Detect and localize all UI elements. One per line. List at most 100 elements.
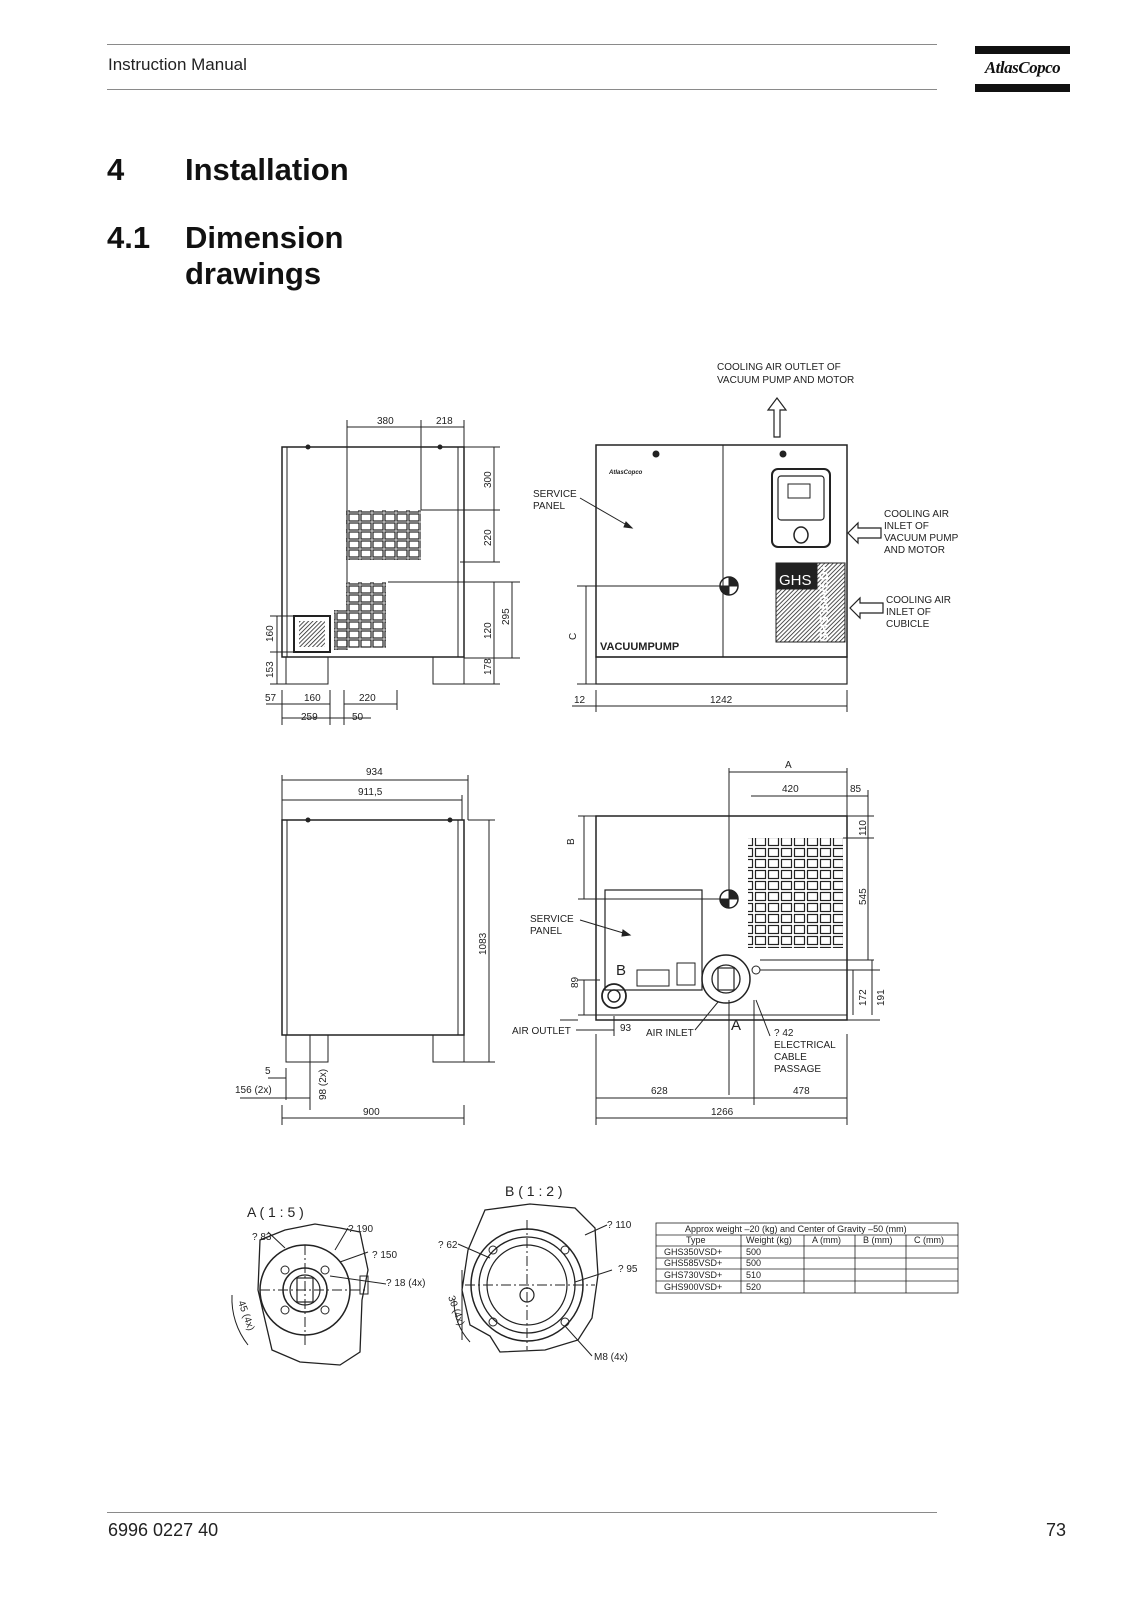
cable-label-3: CABLE: [774, 1052, 807, 1063]
dim-89: 89: [570, 976, 581, 988]
dim-156: 156 (2x): [235, 1085, 272, 1096]
dim-545: 545: [858, 888, 869, 905]
front-view: [572, 397, 884, 712]
dim-93: 93: [620, 1023, 632, 1034]
table-row-3-weight: 510: [746, 1270, 761, 1280]
dim-295: 295: [501, 608, 512, 625]
dim-85: 85: [850, 784, 862, 795]
dim-934: 934: [366, 767, 383, 778]
detail-b-d62: ? 62: [438, 1240, 458, 1251]
detail-a-d190: ? 190: [348, 1224, 373, 1235]
front-brand-plate: AtlasCopco: [608, 470, 643, 476]
detail-a-title: A ( 1 : 5 ): [247, 1204, 304, 1220]
dim-a-top: A: [785, 760, 792, 771]
section-title: Installation: [185, 152, 349, 187]
dim-178: 178: [483, 658, 494, 675]
cooling-outlet-label-1: COOLING AIR OUTLET OF: [717, 362, 841, 373]
dim-478: 478: [793, 1086, 810, 1097]
cooling-inlet-cubicle-1: COOLING AIR: [886, 595, 951, 606]
rear-service-panel-1: SERVICE: [530, 914, 574, 925]
subsection-number: 4.1: [107, 220, 151, 255]
cooling-inlet-pump-1: COOLING AIR: [884, 509, 949, 520]
detail-a-angle: 45 (4x): [235, 1299, 256, 1332]
cooling-inlet-cubicle-2: INLET OF: [886, 607, 931, 618]
cooling-inlet-pump-3: VACUUM PUMP: [884, 533, 959, 544]
detail-b-d95: ? 95: [618, 1264, 638, 1275]
weight-table: Approx weight –20 (kg) and Center of Gra…: [664, 1224, 944, 1292]
detail-b-marker: B: [616, 962, 626, 979]
header-rule-top: [107, 44, 937, 45]
detail-a-d83: ? 83: [252, 1232, 272, 1243]
dim-380: 380: [377, 416, 394, 427]
manual-title: Instruction Manual: [108, 55, 247, 74]
footer-rule: [107, 1512, 937, 1513]
detail-b-drawing: [453, 1203, 613, 1357]
air-outlet-label: AIR OUTLET: [512, 1026, 571, 1037]
dim-911-5: 911,5: [358, 787, 383, 798]
table-row-1-weight: 500: [746, 1247, 761, 1257]
rear-service-panel-2: PANEL: [530, 926, 562, 937]
rear-side-view-dimensions: 934 911,5 1083 5 156 (2x) 98 (2x) 900: [235, 767, 489, 1118]
detail-a-drawing: [231, 1223, 387, 1366]
table-row-4-weight: 520: [746, 1282, 761, 1292]
dim-98: 98 (2x): [318, 1069, 329, 1100]
dim-172: 172: [858, 989, 869, 1006]
rear-view-labels: A 420 85 110 B 545 SERVICE PANEL B 89 17…: [512, 760, 887, 1118]
header-rule-bottom: [107, 89, 937, 90]
side-view-dimensions: 380 218 300 220 295 120 178 160 153 57 1…: [265, 416, 512, 723]
table-row-2-weight: 500: [746, 1258, 761, 1268]
section-number: 4: [107, 152, 125, 187]
detail-b-m8: M8 (4x): [594, 1352, 628, 1363]
side-view: [266, 420, 520, 725]
dim-1083: 1083: [478, 932, 489, 955]
table-row-4-type: GHS900VSD+: [664, 1282, 722, 1292]
dim-259: 259: [301, 712, 318, 723]
cable-label-4: PASSAGE: [774, 1064, 821, 1075]
dim-12: 12: [574, 695, 586, 706]
dim-c: C: [568, 633, 579, 640]
cooling-outlet-label-2: VACUUM PUMP AND MOTOR: [717, 375, 854, 386]
detail-b-angle: 30 (4x): [445, 1294, 466, 1327]
table-row-2-type: GHS585VSD+: [664, 1258, 722, 1268]
weight-table-grid: [655, 1222, 959, 1294]
dim-300: 300: [483, 471, 494, 488]
subsection-title: Dimension drawings: [185, 220, 344, 291]
cable-label-1: ? 42: [774, 1028, 794, 1039]
document-number: 6996 0227 40: [108, 1520, 219, 1540]
dim-50: 50: [352, 712, 364, 723]
dim-120: 120: [483, 622, 494, 639]
dim-220-vertical: 220: [483, 529, 494, 546]
dim-420: 420: [782, 784, 799, 795]
table-header-b: B (mm): [863, 1235, 893, 1245]
front-service-panel-2: PANEL: [533, 501, 565, 512]
rear-view: [560, 768, 880, 1125]
detail-a-d150: ? 150: [372, 1250, 397, 1261]
weight-table-caption: Approx weight –20 (kg) and Center of Gra…: [685, 1224, 907, 1234]
front-view-labels: COOLING AIR OUTLET OF VACUUM PUMP AND MO…: [533, 362, 959, 706]
dim-220-horizontal: 220: [359, 693, 376, 704]
cable-label-2: ELECTRICAL: [774, 1040, 836, 1051]
table-row-1-type: GHS350VSD+: [664, 1247, 722, 1257]
dim-1242: 1242: [710, 695, 733, 706]
dim-218: 218: [436, 416, 453, 427]
model-label: GHS350VSD+: [817, 564, 831, 642]
dim-191: 191: [876, 989, 887, 1006]
air-inlet-label: AIR INLET: [646, 1028, 694, 1039]
table-header-weight: Weight (kg): [746, 1235, 792, 1245]
front-service-panel-1: SERVICE: [533, 489, 577, 500]
table-header-c: C (mm): [914, 1235, 944, 1245]
cooling-inlet-cubicle-3: CUBICLE: [886, 619, 930, 630]
table-header-type: Type: [686, 1235, 706, 1245]
dim-57: 57: [265, 693, 277, 704]
dim-1266: 1266: [711, 1107, 734, 1118]
dim-5: 5: [265, 1066, 271, 1077]
cooling-inlet-pump-2: INLET OF: [884, 521, 929, 532]
table-header-a: A (mm): [812, 1235, 841, 1245]
dim-b-side: B: [566, 838, 577, 845]
detail-b-title: B ( 1 : 2 ): [505, 1183, 563, 1199]
dim-160-vertical: 160: [265, 625, 276, 642]
rear-side-view: [240, 775, 495, 1125]
detail-a-marker: A: [731, 1017, 741, 1034]
ghs-label: GHS: [779, 572, 812, 589]
